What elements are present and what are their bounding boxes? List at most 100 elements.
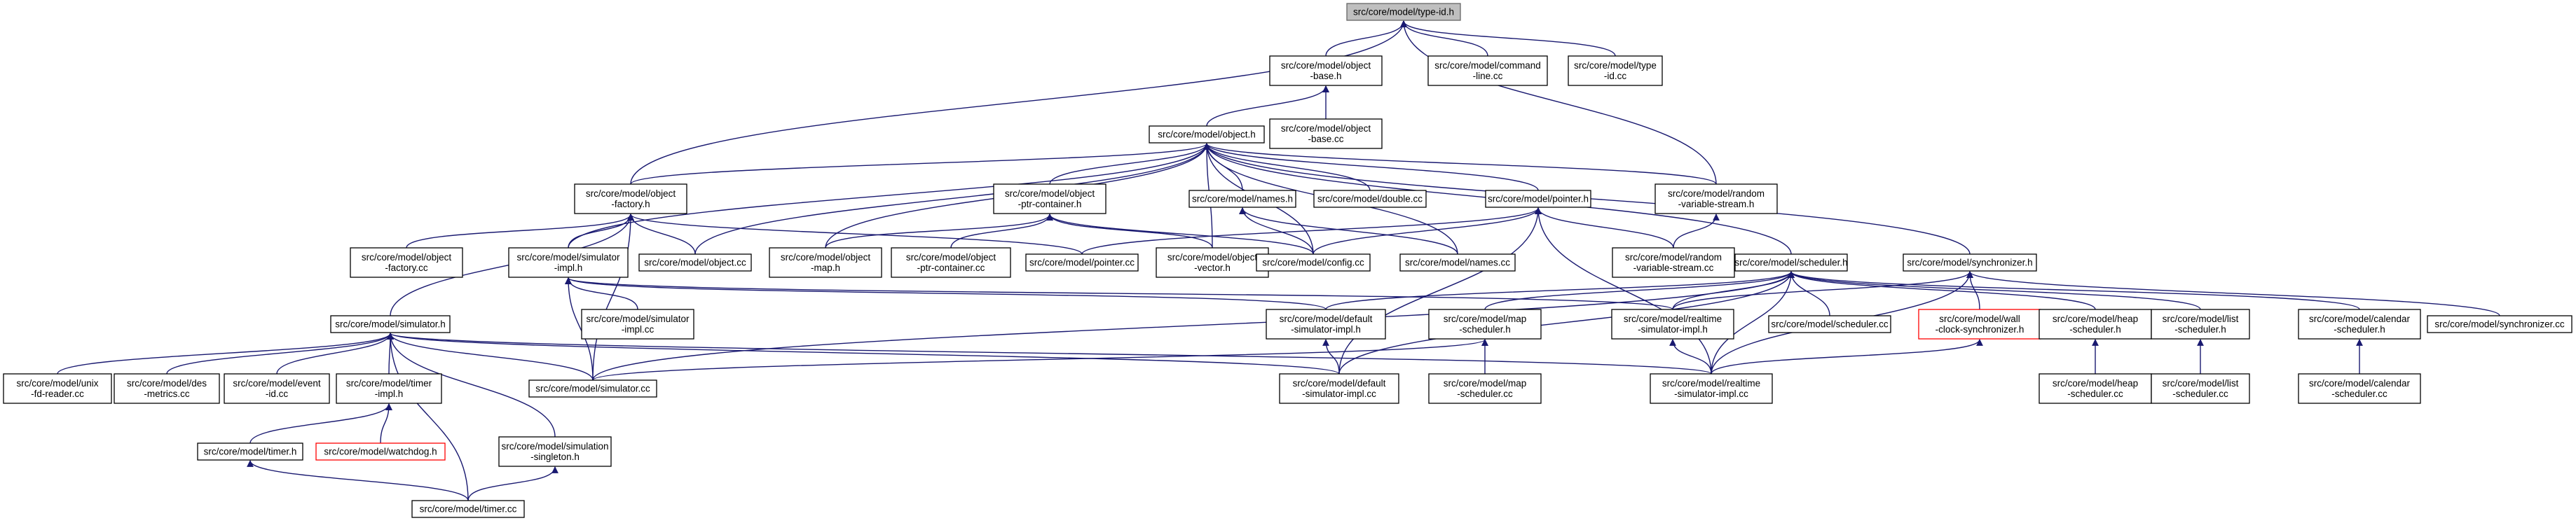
- node-timer-impl-h[interactable]: src/core/model/timer-impl.h: [336, 373, 442, 404]
- node-pointer-cc[interactable]: src/core/model/pointer.cc: [1025, 253, 1139, 272]
- node-box: [1611, 309, 1734, 340]
- node-box: [1768, 315, 1891, 333]
- edge-default-simulator-impl-cc-to-pointer-h: [1338, 207, 1542, 375]
- node-label: src/core/model/type: [1574, 60, 1657, 71]
- node-map-scheduler-h[interactable]: src/core/model/map-scheduler.h: [1428, 309, 1542, 340]
- node-box: [1156, 247, 1269, 278]
- node-object-vector-h[interactable]: src/core/model/object-vector.h: [1156, 247, 1269, 278]
- node-calendar-scheduler-cc[interactable]: src/core/model/calendar-scheduler.cc: [2298, 373, 2421, 404]
- node-type-id-h[interactable]: src/core/model/type-id.h: [1346, 3, 1461, 21]
- edge-object-base-h-to-type-id-h: [1325, 20, 1407, 57]
- node-timer-cc[interactable]: src/core/model/timer.cc: [411, 500, 525, 518]
- node-scheduler-cc[interactable]: src/core/model/scheduler.cc: [1768, 315, 1891, 333]
- node-label: src/core/model/timer.h: [204, 447, 297, 457]
- node-des-metrics-cc[interactable]: src/core/model/des-metrics.cc: [114, 373, 220, 404]
- node-realtime-simulator-impl-cc[interactable]: src/core/model/realtime-simulator-impl.c…: [1650, 373, 1773, 404]
- node-default-simulator-impl-h[interactable]: src/core/model/default-simulator-impl.h: [1266, 309, 1386, 340]
- node-object-factory-h[interactable]: src/core/model/object-factory.h: [574, 183, 687, 214]
- edge-simulation-singleton-h-to-simulator-h: [387, 333, 556, 438]
- node-default-simulator-impl-cc[interactable]: src/core/model/default-simulator-impl.cc: [1279, 373, 1399, 404]
- node-box: [508, 247, 629, 278]
- node-label: -scheduler.cc: [2067, 389, 2123, 399]
- node-simulator-impl-h[interactable]: src/core/model/simulator-impl.h: [508, 247, 629, 278]
- edge-object-factory-h-to-object-h: [630, 143, 1210, 185]
- node-object-cc[interactable]: src/core/model/object.cc: [638, 253, 752, 272]
- node-label: src/core/model/command: [1434, 60, 1541, 71]
- node-box: [1903, 253, 2037, 272]
- node-label: -scheduler.h: [2334, 324, 2385, 335]
- node-simulator-impl-cc[interactable]: src/core/model/simulator-impl.cc: [581, 309, 694, 340]
- node-object-base-cc[interactable]: src/core/model/object-base.cc: [1269, 118, 1383, 149]
- node-names-h[interactable]: src/core/model/names.h: [1188, 190, 1296, 208]
- node-watchdog-h[interactable]: src/core/model/watchdog.h: [315, 442, 446, 461]
- node-box: [1612, 247, 1735, 278]
- node-box: [1918, 309, 2041, 340]
- node-calendar-scheduler-h[interactable]: src/core/model/calendar-scheduler.h: [2298, 309, 2421, 340]
- edge-object-h-to-object-base-h: [1206, 85, 1329, 127]
- node-list-scheduler-h[interactable]: src/core/model/list-scheduler.h: [2151, 309, 2250, 340]
- node-box: [2151, 309, 2250, 340]
- node-timer-h[interactable]: src/core/model/timer.h: [197, 442, 303, 461]
- node-object-ptr-container-cc[interactable]: src/core/model/object-ptr-container.cc: [891, 247, 1011, 278]
- node-label: src/core/model/des: [127, 378, 207, 389]
- node-label: src/core/model/calendar: [2309, 378, 2411, 389]
- node-object-h[interactable]: src/core/model/object.h: [1149, 125, 1265, 144]
- node-box: [1428, 373, 1542, 404]
- node-synchronizer-cc[interactable]: src/core/model/synchronizer.cc: [2427, 315, 2572, 333]
- node-realtime-simulator-impl-h[interactable]: src/core/model/realtime-simulator-impl.h: [1611, 309, 1734, 340]
- edge-config-cc-to-object-ptr-container-h: [1046, 214, 1314, 255]
- node-pointer-h[interactable]: src/core/model/pointer.h: [1485, 190, 1591, 208]
- node-command-line-cc[interactable]: src/core/model/command-line.cc: [1427, 55, 1548, 86]
- node-unix-fd-reader-cc[interactable]: src/core/model/unix-fd-reader.cc: [3, 373, 112, 404]
- node-scheduler-h[interactable]: src/core/model/scheduler.h: [1734, 253, 1848, 272]
- node-box: [1346, 3, 1461, 21]
- node-label: src/core/model/heap: [2053, 378, 2138, 389]
- node-label: src/core/model/list: [2163, 314, 2239, 324]
- node-object-map-h[interactable]: src/core/model/object-map.h: [769, 247, 882, 278]
- edge-object-ptr-container-cc-to-object-ptr-container-h: [950, 214, 1053, 249]
- node-label: src/core/model/synchronizer.cc: [2434, 319, 2565, 330]
- node-label: src/core/model/calendar: [2309, 314, 2411, 324]
- node-heap-scheduler-cc[interactable]: src/core/model/heap-scheduler.cc: [2039, 373, 2152, 404]
- node-simulation-singleton-h[interactable]: src/core/model/simulation-singleton.h: [498, 436, 612, 467]
- node-object-factory-cc[interactable]: src/core/model/object-factory.cc: [350, 247, 463, 278]
- node-object-base-h[interactable]: src/core/model/object-base.h: [1269, 55, 1383, 86]
- edge-random-variable-stream-cc-to-pointer-h: [1535, 207, 1674, 249]
- node-label: src/core/model/default: [1293, 378, 1386, 389]
- node-label: -impl.h: [554, 263, 583, 273]
- node-map-scheduler-cc[interactable]: src/core/model/map-scheduler.cc: [1428, 373, 1542, 404]
- node-box: [1428, 309, 1542, 340]
- edge-object-map-h-to-object-ptr-container-h: [825, 214, 1053, 249]
- node-label: src/core/model/double.cc: [1317, 194, 1423, 204]
- edge-simulator-cc-to-map-scheduler-h: [592, 339, 1488, 381]
- node-type-id-cc[interactable]: src/core/model/type-id.cc: [1568, 55, 1663, 86]
- node-random-variable-stream-h[interactable]: src/core/model/random-variable-stream.h: [1654, 183, 1778, 214]
- node-wall-clock-synchronizer-h[interactable]: src/core/model/wall-clock-synchronizer.h: [1918, 309, 2041, 340]
- node-double-cc[interactable]: src/core/model/double.cc: [1313, 190, 1427, 208]
- node-box: [1485, 190, 1591, 208]
- node-simulator-cc[interactable]: src/core/model/simulator.cc: [528, 379, 657, 398]
- node-config-cc[interactable]: src/core/model/config.cc: [1256, 253, 1371, 272]
- node-simulator-h[interactable]: src/core/model/simulator.h: [330, 315, 451, 333]
- node-label: src/core/model/names.h: [1192, 194, 1293, 204]
- edge-default-simulator-impl-cc-to-simulator-h: [387, 333, 1340, 375]
- node-box: [1427, 55, 1548, 86]
- node-label: -vector.h: [1194, 263, 1231, 273]
- node-label: src/core/model/timer.cc: [420, 504, 517, 515]
- node-object-ptr-container-h[interactable]: src/core/model/object-ptr-container.h: [993, 183, 1107, 214]
- node-event-id-cc[interactable]: src/core/model/event-id.cc: [224, 373, 330, 404]
- node-label: -impl.cc: [622, 324, 655, 335]
- node-label: src/core/model/watchdog.h: [324, 447, 437, 457]
- node-synchronizer-h[interactable]: src/core/model/synchronizer.h: [1903, 253, 2037, 272]
- node-label: src/core/model/map: [1444, 378, 1527, 389]
- node-list-scheduler-cc[interactable]: src/core/model/list-scheduler.cc: [2151, 373, 2250, 404]
- node-label: src/core/model/unix: [16, 378, 98, 389]
- edge-synchronizer-cc-to-synchronizer-h: [1966, 271, 2500, 316]
- node-label: src/core/model/type-id.h: [1353, 7, 1454, 18]
- edge-realtime-simulator-impl-cc-to-realtime-simulator-impl-h: [1669, 339, 1712, 375]
- node-heap-scheduler-h[interactable]: src/core/model/heap-scheduler.h: [2039, 309, 2152, 340]
- node-box: [336, 373, 442, 404]
- node-names-cc[interactable]: src/core/model/names.cc: [1399, 253, 1516, 272]
- edge-simulator-cc-to-scheduler-h: [592, 271, 1795, 381]
- node-random-variable-stream-cc[interactable]: src/core/model/random-variable-stream.cc: [1612, 247, 1735, 278]
